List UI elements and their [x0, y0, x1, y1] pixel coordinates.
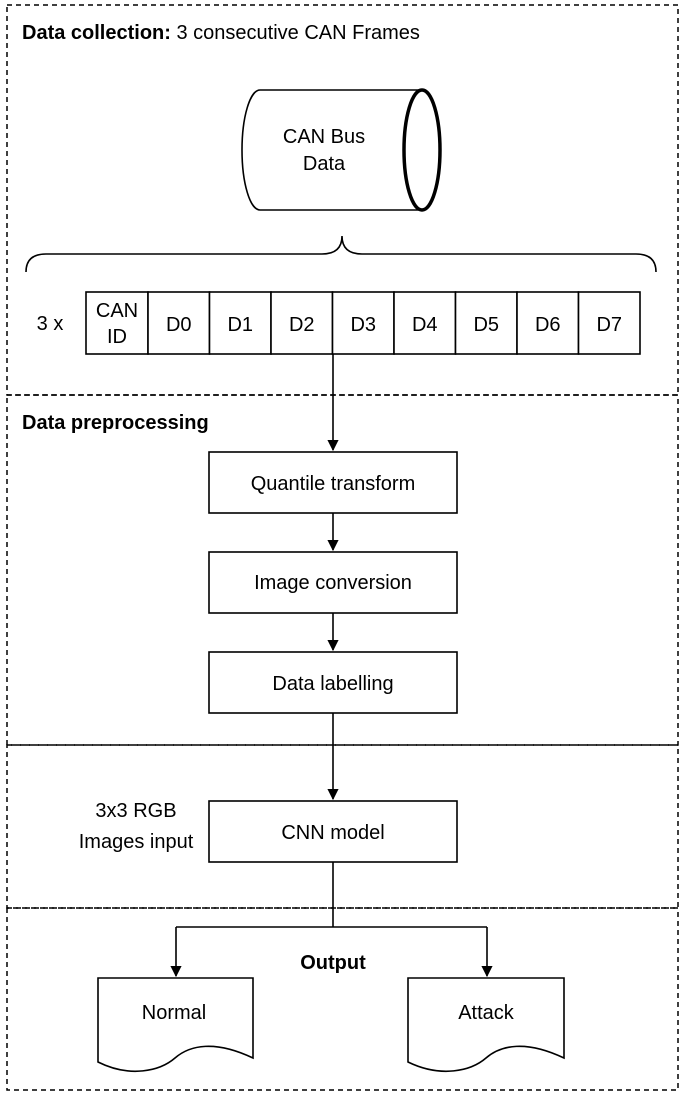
frame-can-id-line1: CAN: [96, 300, 138, 322]
normal-document-shape: [97, 977, 254, 1073]
preprocessing-title: Data preprocessing: [22, 412, 209, 434]
section-data-preprocessing: [6, 394, 679, 746]
frame-cell-can-id: [85, 291, 149, 355]
frame-cell-label: D5: [473, 314, 499, 336]
collection-title-rest: 3 consecutive CAN Frames: [171, 22, 420, 44]
normal-output-label: Normal: [142, 1002, 206, 1024]
attack-document-shape: [407, 977, 565, 1073]
collection-title-bold: Data collection:: [22, 22, 171, 44]
frame-cell-d2: [270, 291, 334, 355]
frame-cell-label: D4: [412, 314, 438, 336]
quantile-transform-label: Quantile transform: [251, 473, 416, 495]
section-model: [6, 744, 679, 909]
can-bus-label-line2: Data: [303, 153, 346, 175]
can-bus-database-icon: [241, 88, 442, 212]
section-output: [6, 907, 679, 1091]
cnn-model-label: CNN model: [281, 822, 384, 844]
frame-cell-label: D3: [350, 314, 376, 336]
data-labelling-label: Data labelling: [272, 673, 393, 695]
can-bus-label-line1: CAN Bus: [283, 126, 365, 148]
frame-data-cells: D0 D1 D2 D3 D4 D5 D6 D7: [147, 291, 641, 355]
frame-can-id-line2: ID: [107, 326, 127, 348]
frame-multiplier: 3 x: [37, 313, 64, 335]
data-labelling-box: [208, 651, 458, 714]
image-conversion-box: [208, 551, 458, 614]
frame-cell-label: D6: [535, 314, 561, 336]
frame-cell-label: D2: [289, 314, 315, 336]
curly-brace: [25, 235, 657, 273]
frame-cell-d0: [147, 291, 211, 355]
frame-cell-d1: [208, 291, 272, 355]
frame-cell-d4: [393, 291, 457, 355]
attack-output-label: Attack: [458, 1002, 515, 1024]
cnn-input-label-line2: Images input: [79, 831, 194, 853]
cnn-input-label-line1: 3x3 RGB: [95, 800, 176, 822]
quantile-transform-box: [208, 451, 458, 514]
frame-cell-label: D7: [596, 314, 622, 336]
frame-cell-d7: [577, 291, 641, 355]
frame-cell-label: D1: [227, 314, 253, 336]
collection-title: Data collection: 3 consecutive CAN Frame…: [22, 22, 420, 44]
image-conversion-label: Image conversion: [254, 572, 412, 594]
output-title: Output: [300, 952, 366, 974]
frame-cell-label: D0: [166, 314, 192, 336]
